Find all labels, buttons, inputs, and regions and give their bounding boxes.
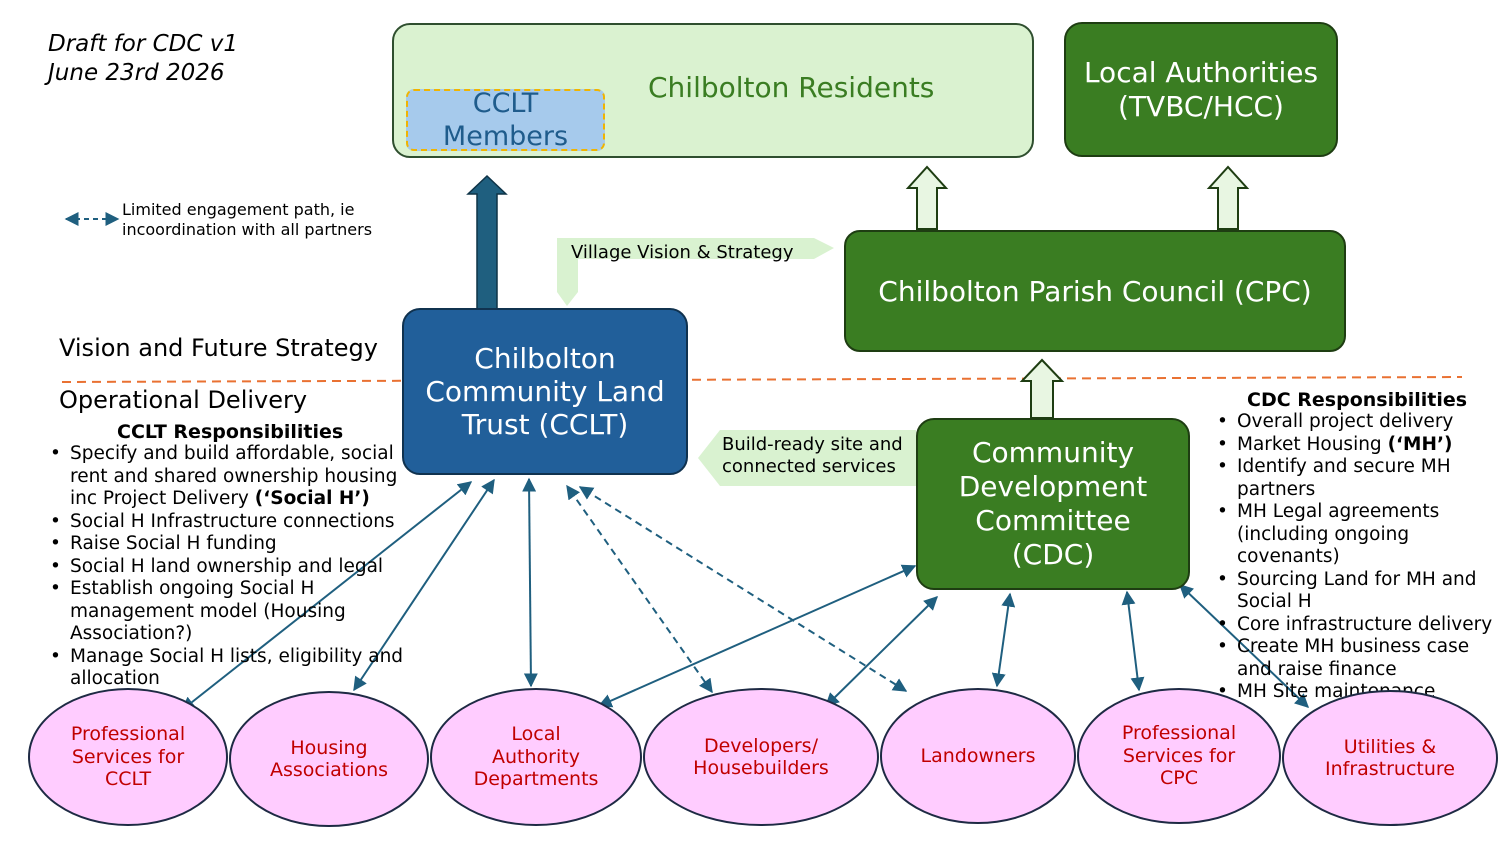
partner-label-line: Housing [290, 736, 368, 759]
cclt-members-label: CCLT Members [443, 87, 568, 153]
partner-label: Utilities & Infrastructure [1325, 736, 1455, 781]
connector-cdc-local-authority [597, 564, 917, 708]
local-authorities-line2: (TVBC/HCC) [1118, 89, 1284, 123]
partner-label: Landowners [921, 745, 1036, 768]
partner-label-line: Associations [269, 759, 389, 781]
partner-label-line: CPC [1160, 767, 1198, 790]
cdc-responsibility-item: Identify and secure MH partners [1215, 456, 1497, 501]
legend-text: Limited engagement path, ie incoordinati… [122, 200, 373, 239]
partner-label-line: Housebuilders [693, 757, 829, 779]
draft-title: Draft for CDC v1 [48, 31, 239, 57]
cdc-responsibility-bold: (‘MH’) [1387, 433, 1453, 455]
cdc-responsibility-item: Market Housing (‘MH’) [1215, 434, 1497, 457]
partner-housing-associations: Housing Associations [229, 691, 429, 827]
cclt-members-box: CCLT Members [406, 87, 605, 153]
cclt-box: Chilbolton Community Land Trust (CCLT) [402, 308, 688, 475]
connector-cdc-landowners [991, 592, 1016, 688]
cpc-to-authorities-arrow [1206, 165, 1250, 230]
cdc-responsibility-item: Overall project delivery [1215, 411, 1497, 434]
partner-utilities-infrastructure: Utilities & Infrastructure [1282, 690, 1498, 826]
cdc-to-cpc-arrow [1019, 358, 1065, 419]
vision-section-label: Vision and Future Strategy [59, 334, 378, 362]
cdc-responsibility-item: Sourcing Land for MH and Social H [1215, 569, 1497, 614]
partner-developers-housebuilders: Developers/ Housebuilders [643, 688, 879, 826]
partner-label-line: Local [511, 723, 561, 746]
cclt-responsibilities-title: CCLT Responsibilities [117, 421, 344, 443]
partner-label-line: CCLT [104, 768, 152, 791]
partner-label-line: Services for [1122, 744, 1236, 767]
partner-label-line: Authority [492, 745, 580, 768]
cdc-responsibility-text: Market Housing [1237, 433, 1388, 455]
cclt-responsibilities-list: Specify and build affordable, social ren… [48, 443, 408, 691]
vision-flow-shape [557, 238, 834, 306]
partner-professional-services-cclt: Professional Services for CCLT [28, 688, 228, 826]
local-authorities-box: Local Authorities (TVBC/HCC) [1064, 22, 1338, 157]
partner-label-line: Departments [473, 768, 599, 791]
cclt-members-line1: CCLT [472, 88, 539, 119]
cdc-responsibility-item: MH Legal agreements (including ongoing c… [1215, 501, 1497, 569]
partner-local-authority-departments: Local Authority Departments [430, 688, 642, 826]
cdc-line1: Community [971, 436, 1135, 469]
cclt-responsibility-item: Social H Infrastructure connections [48, 511, 408, 534]
cclt-responsibility-item: Establish ongoing Social H management mo… [48, 578, 408, 646]
cclt-responsibility-bold: (‘Social H’) [254, 488, 370, 509]
cdc-line2: Development [958, 470, 1148, 503]
partner-label: Developers/ Housebuilders [693, 735, 829, 780]
partner-label-line: Utilities & [1343, 735, 1437, 758]
cclt-members-line2: Members [442, 121, 569, 152]
cclt-line3: Trust (CCLT) [461, 408, 629, 441]
partner-professional-services-cpc: Professional Services for CPC [1077, 688, 1281, 824]
cclt-label: Chilbolton Community Land Trust (CCLT) [425, 342, 664, 441]
residents-label: Chilbolton Residents [648, 71, 935, 104]
cdc-responsibilities-title: CDC Responsibilities [1247, 389, 1468, 411]
build-ready-line2: connected services [722, 456, 896, 477]
partner-label-line: Services for [71, 745, 185, 768]
cclt-responsibility-item: Manage Social H lists, eligibility and a… [48, 646, 408, 691]
local-authorities-line1: Local Authorities [1083, 55, 1319, 89]
connector-cclt-developers-dashed [566, 484, 713, 694]
vision-strategy-label: Village Vision & Strategy [571, 242, 794, 263]
build-ready-label: Build-ready site and connected services [722, 434, 903, 478]
build-ready-line1: Build-ready site and [722, 434, 903, 455]
partner-label-line: Landowners [920, 744, 1036, 767]
draft-label: Draft for CDC v1 June 23rd 2026 [48, 30, 238, 88]
cdc-responsibility-item: Core infrastructure delivery [1215, 614, 1497, 637]
cdc-line4: (CDC) [1011, 538, 1095, 571]
cdc-label: Community Development Committee (CDC) [959, 436, 1148, 572]
cclt-responsibility-text: Specify and build affordable, social ren… [70, 443, 398, 509]
cpc-to-residents-arrow [905, 165, 949, 230]
connector-cclt-local-authority [522, 477, 538, 688]
parish-council-box: Chilbolton Parish Council (CPC) [844, 230, 1346, 352]
cdc-responsibilities-list: Overall project delivery Market Housing … [1215, 411, 1497, 704]
connector-cdc-proservices-cpc [1121, 590, 1145, 692]
cclt-to-residents-arrow [466, 174, 508, 310]
draft-date: June 23rd 2026 [48, 60, 225, 86]
partner-label-line: Professional [1121, 722, 1237, 745]
cclt-line2: Community Land [425, 375, 665, 408]
partner-label-line: Infrastructure [1324, 758, 1455, 780]
operational-section-label: Operational Delivery [59, 386, 308, 414]
partner-label-line: Developers/ [703, 734, 818, 757]
partner-label: Housing Associations [270, 737, 388, 782]
partner-label: Local Authority Departments [474, 723, 599, 791]
partner-label-line: Professional [70, 723, 186, 746]
partner-landowners: Landowners [880, 688, 1076, 824]
cdc-responsibility-item: Create MH business case and raise financ… [1215, 636, 1497, 681]
cclt-responsibility-item: Social H land ownership and legal [48, 556, 408, 579]
cclt-responsibility-item: Specify and build affordable, social ren… [48, 443, 408, 511]
cdc-box: Community Development Committee (CDC) [916, 418, 1190, 590]
partner-label: Professional Services for CCLT [71, 723, 185, 791]
cclt-responsibility-item: Raise Social H funding [48, 533, 408, 556]
build-ready-flow-shape [698, 430, 916, 486]
connector-cclt-landowners-dashed [578, 486, 908, 692]
parish-council-label: Chilbolton Parish Council (CPC) [878, 274, 1312, 308]
local-authorities-label: Local Authorities (TVBC/HCC) [1084, 56, 1318, 124]
dashed-connectors [566, 484, 908, 694]
cdc-line3: Committee [975, 504, 1131, 537]
partner-label: Professional Services for CPC [1122, 722, 1236, 790]
section-divider [61, 376, 1463, 383]
cclt-line1: Chilbolton [474, 342, 616, 375]
